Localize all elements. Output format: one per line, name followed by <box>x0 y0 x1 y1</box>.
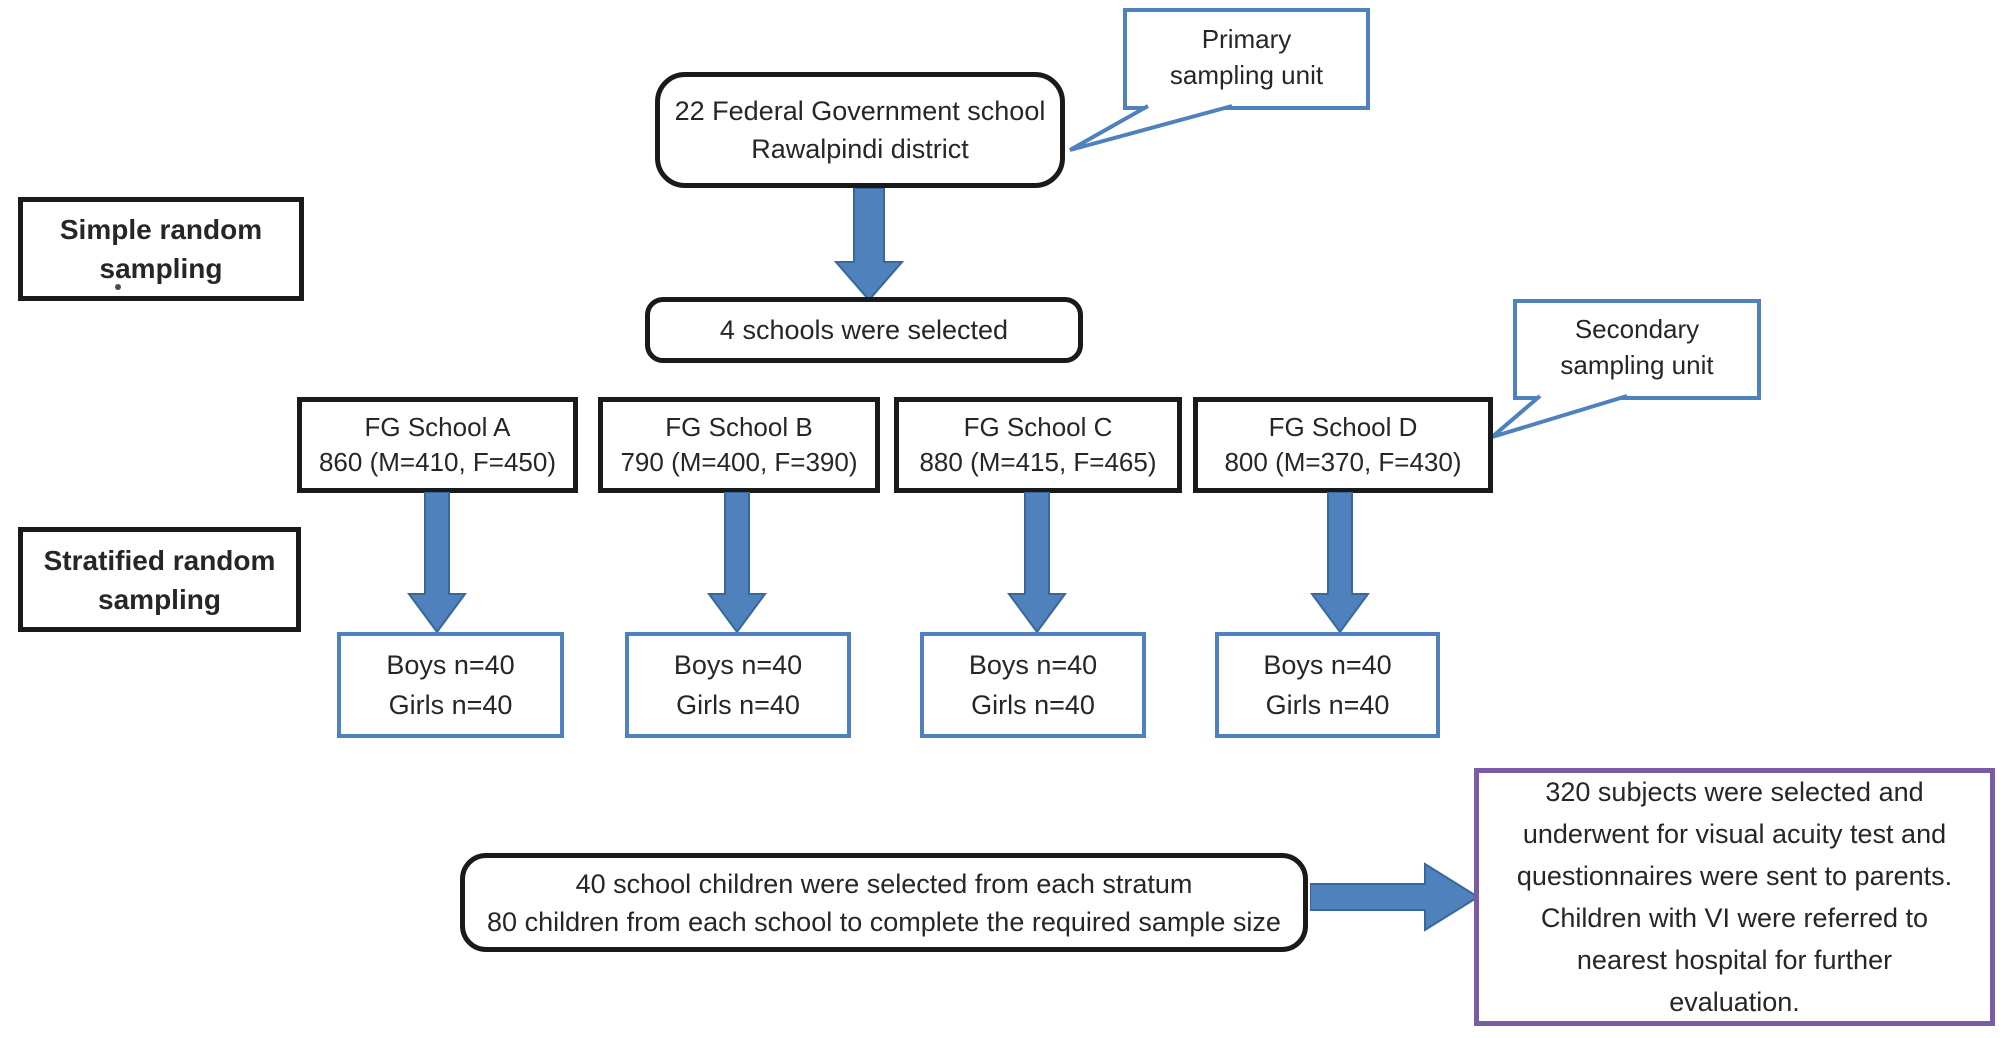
result-line5: nearest hospital for further <box>1576 945 1893 975</box>
secondary-callout-tail <box>1490 394 1628 439</box>
school-d-box: FG School D 800 (M=370, F=430) <box>1193 397 1493 493</box>
result-line4: Children with VI were referred to <box>1540 903 1929 933</box>
arrow-down-school-a <box>407 492 467 634</box>
school-a-enrollment: 860 (M=410, F=450) <box>318 447 557 477</box>
stratum-c-box: Boys n=40 Girls n=40 <box>920 632 1146 738</box>
secondary-callout-line2: sampling unit <box>1560 350 1714 380</box>
population-line2: Rawalpindi district <box>751 134 969 164</box>
result-line1: 320 subjects were selected and <box>1545 777 1924 807</box>
stratum-b-girls: Girls n=40 <box>676 690 800 720</box>
secondary-callout-bubble <box>1490 299 1761 439</box>
stratum-d-box: Boys n=40 Girls n=40 <box>1215 632 1440 738</box>
stratum-d-girls: Girls n=40 <box>1265 690 1390 720</box>
arrow-down-school-b <box>707 492 767 634</box>
stratum-c-boys: Boys n=40 <box>968 650 1098 680</box>
schools-selected-text: 4 schools were selected <box>719 315 1009 345</box>
primary-callout-line2: sampling unit <box>1169 59 1324 90</box>
population-box: 22 Federal Government school Rawalpindi … <box>655 72 1065 188</box>
stratum-c-girls: Girls n=40 <box>971 690 1095 720</box>
result-line6: evaluation. <box>1669 987 1800 1017</box>
secondary-callout-text: Secondary sampling unit <box>1515 306 1759 388</box>
stratified-sampling-line2: sampling <box>98 583 221 615</box>
stratum-b-boys: Boys n=40 <box>673 650 803 680</box>
primary-callout-tail <box>1069 104 1233 152</box>
arrow-down-school-d <box>1310 492 1370 634</box>
school-b-enrollment: 790 (M=400, F=390) <box>620 447 858 477</box>
stratified-sampling-line1: Stratified random <box>43 544 276 576</box>
sample-note-line2: 80 children from each school to complete… <box>487 906 1281 937</box>
secondary-callout-line1: Secondary <box>1574 314 1700 344</box>
stratified-random-sampling-box: Stratified random sampling <box>18 527 301 632</box>
stratum-b-box: Boys n=40 Girls n=40 <box>625 632 851 738</box>
school-b-name: FG School B <box>665 412 813 442</box>
primary-callout-line1: Primary <box>1201 23 1292 54</box>
school-d-name: FG School D <box>1268 412 1418 442</box>
school-c-name: FG School C <box>963 412 1113 442</box>
stratum-a-box: Boys n=40 Girls n=40 <box>337 632 564 738</box>
arrow-right-to-result <box>1310 862 1480 932</box>
school-b-box: FG School B 790 (M=400, F=390) <box>598 397 880 493</box>
school-c-box: FG School C 880 (M=415, F=465) <box>894 397 1182 493</box>
stratum-d-boys: Boys n=40 <box>1263 650 1392 680</box>
arrow-down-population-to-selection <box>834 188 904 302</box>
school-a-box: FG School A 860 (M=410, F=450) <box>297 397 578 493</box>
stratum-a-boys: Boys n=40 <box>386 650 515 680</box>
stratum-a-girls: Girls n=40 <box>388 690 513 720</box>
school-a-name: FG School A <box>364 412 511 442</box>
primary-callout-bubble <box>1069 8 1370 152</box>
school-c-enrollment: 880 (M=415, F=465) <box>919 447 1157 477</box>
primary-callout-rect <box>1123 8 1370 110</box>
sample-note-line1: 40 school children were selected from ea… <box>575 868 1193 899</box>
result-line2: underwent for visual acuity test and <box>1522 819 1947 849</box>
population-line1: 22 Federal Government school <box>674 96 1046 126</box>
result-line3: questionnaires were sent to parents. <box>1516 861 1953 891</box>
stray-dot <box>115 284 121 290</box>
schools-selected-box: 4 schools were selected <box>645 297 1083 363</box>
arrow-down-school-c <box>1007 492 1067 634</box>
simple-sampling-line1: Simple random <box>59 214 263 245</box>
primary-callout-text: Primary sampling unit <box>1125 15 1368 98</box>
simple-sampling-line2: sampling <box>99 253 223 284</box>
sample-note-box: 40 school children were selected from ea… <box>460 853 1308 952</box>
simple-random-sampling-box: Simple random sampling <box>18 197 304 301</box>
school-d-enrollment: 800 (M=370, F=430) <box>1224 447 1462 477</box>
result-box: 320 subjects were selected and underwent… <box>1474 768 1995 1026</box>
secondary-callout-rect <box>1513 299 1761 400</box>
